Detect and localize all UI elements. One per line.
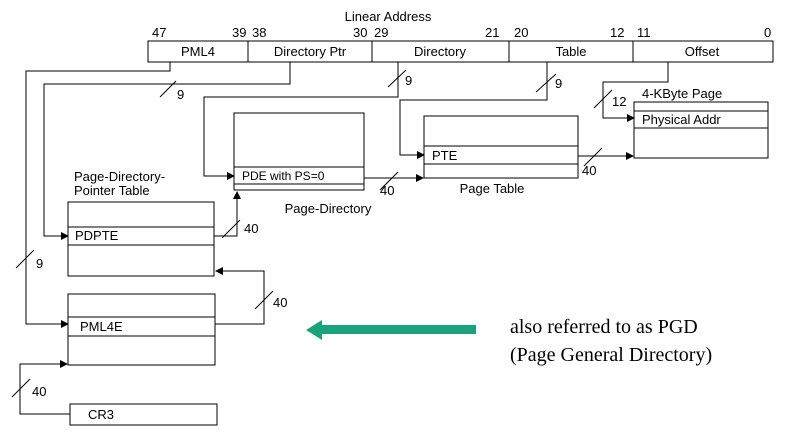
pdpt-box	[67, 201, 215, 277]
annotation-arrow-shaft	[318, 325, 476, 334]
bit-label-39: 39	[232, 25, 246, 40]
bit-label-47: 47	[152, 25, 166, 40]
bit-label-29: 29	[374, 25, 388, 40]
pd-entry: PDE with PS=0	[242, 169, 325, 183]
pt-index-connector: 9	[399, 62, 562, 159]
pdpt-index-connector: 9	[43, 62, 291, 240]
page-table-box	[423, 115, 579, 179]
address-fields: PML4 Directory Ptr Directory Table Offse…	[147, 40, 774, 63]
pml4-entry: PML4E	[80, 319, 123, 334]
field-directory-ptr: Directory Ptr	[274, 44, 347, 59]
field-directory: Directory	[414, 44, 467, 59]
bit-label-38: 38	[252, 25, 266, 40]
page-table-group: PTE Page Table	[423, 115, 579, 196]
bit-label-11: 11	[637, 25, 651, 40]
cr3-group: CR3	[69, 403, 218, 426]
annotation-arrow	[306, 320, 476, 340]
pdpt-entry: PDPTE	[75, 228, 119, 243]
pml4-to-pdpt-connector: 40	[215, 267, 287, 325]
field-pml4: PML4	[181, 44, 215, 59]
pml4-to-pdpt-width: 40	[273, 295, 287, 310]
page-label: 4-KByte Page	[642, 86, 722, 101]
bit-label-20: 20	[514, 25, 528, 40]
bit-label-0: 0	[764, 25, 771, 40]
pml4-index-connector: 9	[15, 62, 171, 328]
cr3-to-pml4-connector: 40	[11, 360, 70, 415]
page-directory-label: Page-Directory	[285, 201, 372, 216]
pd-to-pt-width: 40	[380, 183, 394, 198]
annotation-arrow-head	[306, 320, 322, 340]
pdpt-group: Page-Directory- Pointer Table PDPTE	[67, 169, 215, 277]
bit-label-12: 12	[610, 25, 624, 40]
field-table: Table	[555, 44, 586, 59]
page-group: 4-KByte Page Physical Addr	[633, 86, 769, 159]
pd-index-width: 9	[405, 73, 412, 88]
annotation-line1: also referred to as PGD	[510, 316, 698, 338]
pdpt-to-pd-width: 40	[244, 221, 258, 236]
linear-address-title: Linear Address	[345, 9, 432, 24]
page-entry-physical-addr: Physical Addr	[642, 112, 721, 127]
pd-index-connector: 9	[203, 62, 412, 180]
pt-to-page-connector: 40	[578, 147, 634, 178]
bit-labels: 47 39 38 30 29 21 20 12 11 0	[152, 25, 771, 40]
pml4-index-width: 9	[36, 256, 43, 271]
pt-to-page-width: 40	[582, 163, 596, 178]
field-offset: Offset	[685, 44, 720, 59]
page-directory-box	[233, 112, 365, 191]
bit-label-30: 30	[353, 25, 367, 40]
pml4-box	[67, 293, 216, 366]
pdpt-label-line2: Pointer Table	[74, 183, 150, 198]
page-directory-group: PDE with PS=0 Page-Directory	[233, 112, 372, 216]
cr3-label: CR3	[88, 407, 114, 422]
pdpt-to-pd-connector: 40	[214, 191, 258, 239]
offset-connector: 12	[593, 62, 669, 122]
page-table-label: Page Table	[460, 181, 525, 196]
pt-index-width: 9	[555, 76, 562, 91]
pdpt-index-width: 9	[177, 87, 184, 102]
annotation-line2: (Page General Directory)	[510, 344, 712, 366]
pml4-group: PML4E	[67, 293, 216, 366]
field-offset-box	[632, 40, 774, 63]
pd-to-pt-connector: 40	[364, 171, 424, 198]
bit-label-21: 21	[485, 25, 499, 40]
cr3-to-pml4-width: 40	[32, 384, 46, 399]
pt-entry: PTE	[432, 148, 458, 163]
pdpt-label-line1: Page-Directory-	[74, 169, 165, 184]
offset-width: 12	[612, 94, 626, 109]
page-box	[633, 101, 769, 159]
